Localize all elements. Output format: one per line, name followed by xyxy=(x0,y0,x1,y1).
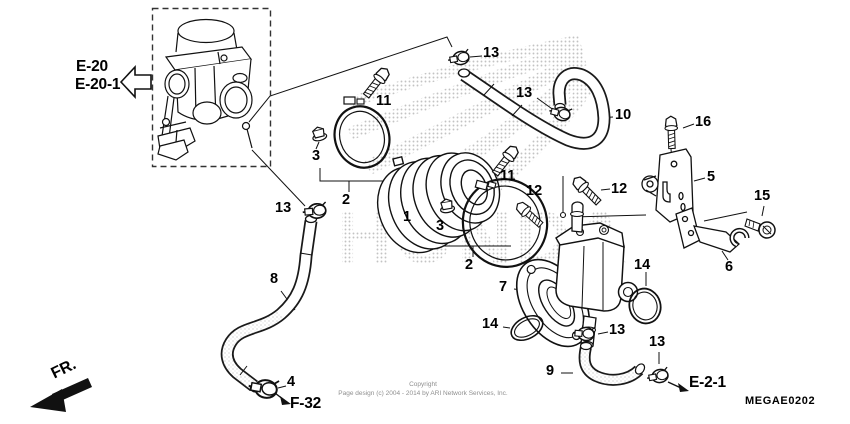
hose-10 xyxy=(457,67,611,150)
callout-clamp-13[interactable]: 13 xyxy=(483,45,500,61)
callout-clamp-4[interactable]: 4 xyxy=(287,374,296,390)
callout-bolt-16[interactable]: 16 xyxy=(695,114,712,130)
callout-oring-14[interactable]: 14 xyxy=(482,316,499,332)
nut-3-upper xyxy=(309,124,328,143)
callout-clamp-13[interactable]: 13 xyxy=(649,334,666,350)
ref-e2-1[interactable]: E-2-1 xyxy=(689,374,726,391)
e20-arrow-icon xyxy=(119,64,152,100)
callout-boot-1[interactable]: 1 xyxy=(403,209,412,225)
bracket-5 xyxy=(641,148,694,223)
callout-nut-3[interactable]: 3 xyxy=(436,218,445,234)
callout-bracket-6[interactable]: 6 xyxy=(725,259,734,275)
hose-8 xyxy=(220,214,318,393)
hose-9 xyxy=(578,341,646,386)
callout-screw-15[interactable]: 15 xyxy=(754,188,771,204)
callout-clamp-13[interactable]: 13 xyxy=(275,200,292,216)
callout-band-2[interactable]: 2 xyxy=(465,257,474,273)
callout-bracket-5[interactable]: 5 xyxy=(707,169,716,185)
ref-f32[interactable]: F-32 xyxy=(290,395,322,412)
clamp-13-hose8 xyxy=(301,201,328,221)
callout-oring-14[interactable]: 14 xyxy=(634,257,651,273)
valve-7 xyxy=(515,201,639,350)
dashed-box xyxy=(151,7,272,168)
oring-14-left xyxy=(510,314,544,342)
callout-nut-3[interactable]: 3 xyxy=(312,148,321,164)
bolt-16 xyxy=(663,115,679,150)
diagram-code: MEGAE0202 xyxy=(745,395,816,407)
bracket-6 xyxy=(675,207,750,253)
callout-hose-8[interactable]: 8 xyxy=(270,271,279,287)
fr-arrow-icon xyxy=(30,378,92,412)
callout-bolt-11[interactable]: 11 xyxy=(500,168,516,184)
screw-15 xyxy=(744,218,776,239)
carburetor-inset xyxy=(151,7,272,168)
callout-clamp-13[interactable]: 13 xyxy=(609,322,626,338)
ref-e20[interactable]: E-20 xyxy=(76,58,108,75)
callout-valve-7[interactable]: 7 xyxy=(499,279,508,295)
callout-clamp-13[interactable]: 13 xyxy=(516,85,533,101)
copyright-line1: Copyright xyxy=(409,381,437,388)
callout-hose-10[interactable]: 10 xyxy=(615,107,632,123)
ref-e20-1[interactable]: E-20-1 xyxy=(75,76,121,93)
copyright-line2: Page design (c) 2004 - 2014 by ARI Netwo… xyxy=(338,390,508,397)
oring-14-right xyxy=(628,287,662,325)
ref-arrows xyxy=(274,381,689,405)
callout-bolt-12[interactable]: 12 xyxy=(526,183,543,199)
clamp-13-hose9 xyxy=(645,366,671,386)
callout-hose-9[interactable]: 9 xyxy=(546,363,555,379)
callout-bolt-12[interactable]: 12 xyxy=(611,181,628,197)
copyright-text: Copyright Page design (c) 2004 - 2014 by… xyxy=(323,380,523,398)
callout-bolt-11[interactable]: 11 xyxy=(376,93,392,109)
callout-band-2[interactable]: 2 xyxy=(342,192,351,208)
